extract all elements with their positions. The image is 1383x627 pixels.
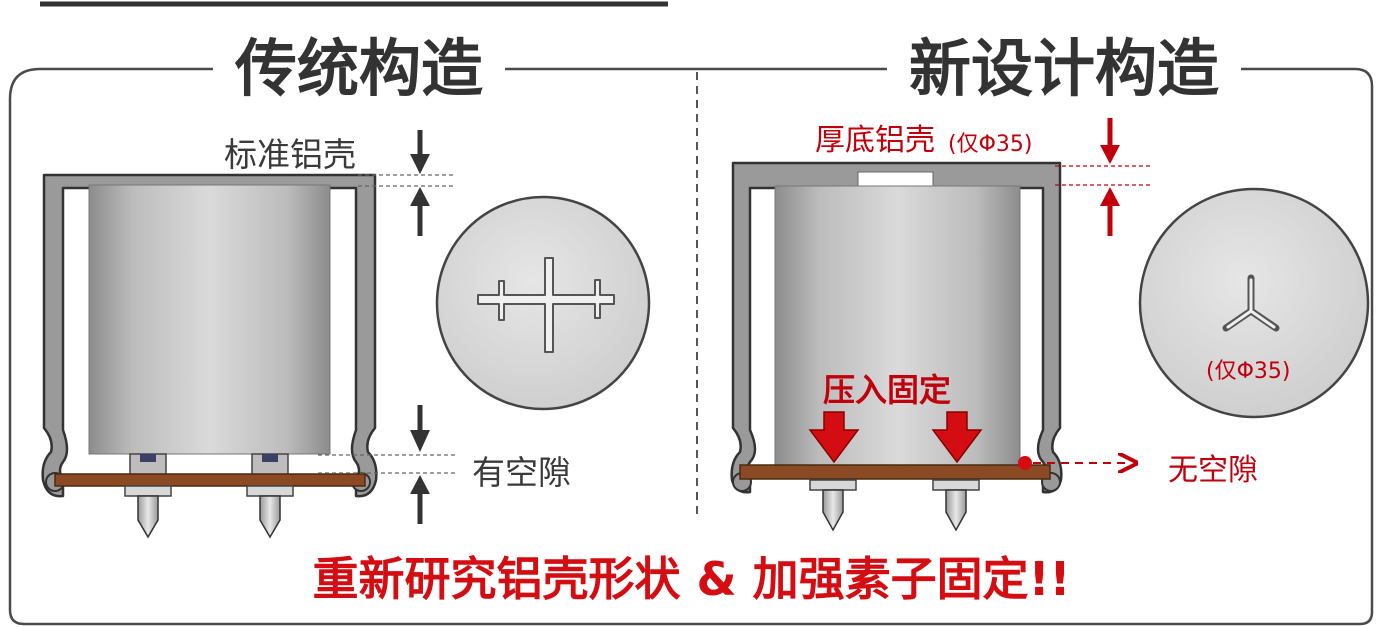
press-fit-label: 压入固定 xyxy=(823,371,952,409)
right-capacitor xyxy=(730,161,1128,532)
right-top-dimension xyxy=(1055,118,1150,236)
left-title: 传统构造 xyxy=(213,38,506,100)
right-can-shell xyxy=(730,161,1063,494)
left-top-dimension xyxy=(358,130,455,236)
right-element xyxy=(774,185,1021,467)
left-terminal-seal-2 xyxy=(262,454,278,462)
left-pin-1 xyxy=(124,485,172,539)
thick-bottom-case-label: 厚底铝壳 xyxy=(815,123,935,158)
press-arrow-2 xyxy=(931,411,983,464)
right-title: 新设计构造 xyxy=(887,38,1242,100)
standard-case-label: 标准铝壳 xyxy=(224,135,356,174)
left-vent-disc xyxy=(435,195,651,411)
outer-frame xyxy=(8,67,1374,626)
no-gap-dot xyxy=(1018,456,1032,470)
summary-banner: 重新研究铝壳形状 & 加强素子固定!! xyxy=(312,552,1071,606)
no-gap-label: 无空隙 xyxy=(1168,453,1258,488)
left-gap-dimension xyxy=(318,405,455,524)
disc-note: (仅Φ35) xyxy=(1206,359,1291,384)
right-vent-disc xyxy=(1138,187,1370,419)
left-can-shell xyxy=(41,173,378,498)
right-top-bump xyxy=(857,171,934,187)
left-pin-2 xyxy=(246,485,294,539)
left-capacitor xyxy=(41,173,378,539)
left-terminal-seal-1 xyxy=(140,454,156,462)
right-pin-2 xyxy=(932,479,980,532)
right-pcb xyxy=(739,464,1051,480)
left-element xyxy=(88,184,331,455)
cross-vent-icon xyxy=(477,257,615,353)
left-pcb xyxy=(54,473,366,487)
gap-label: 有空隙 xyxy=(472,453,571,492)
right-pin-1 xyxy=(809,479,857,532)
thick-bottom-note: (仅Φ35) xyxy=(948,132,1033,157)
press-arrow-1 xyxy=(808,411,860,464)
